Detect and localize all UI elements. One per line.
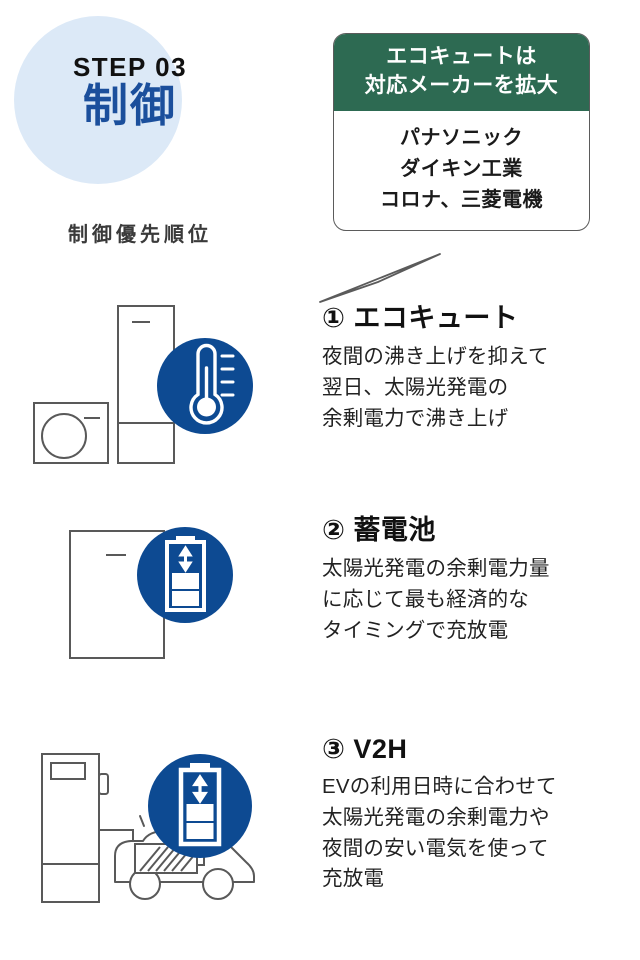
item-title: ③ V2H (322, 734, 408, 764)
item-desc-line-2: 翌日、太陽光発電の (322, 375, 509, 399)
item-title: ① エコキュート (322, 303, 519, 333)
item-desc-line-1: 太陽光発電の余剰電力量 (322, 557, 550, 580)
callout-header-line-2: 対応メーカーを拡大 (364, 73, 559, 97)
storage-battery-illustration (69, 527, 233, 659)
v2h-illustration (41, 753, 255, 903)
item-description: EVの利用日時に合わせて 太陽光発電の余剰電力や 夜間の安い電気を使って 充放電 (322, 772, 632, 895)
item-desc-line-3: タイミングで充放電 (322, 618, 509, 642)
v2h-text-column: ③ V2H EVの利用日時に合わせて 太陽光発電の余剰電力や 夜間の安い電気を使… (322, 734, 632, 895)
eco-cute-text-column: ① エコキュート 夜間の沸き上げを抑えて 翌日、太陽光発電の 余剰電力で沸き上げ (322, 296, 632, 434)
priority-subtitle: 制御優先順位 (68, 224, 212, 246)
callout-body-line-1: パナソニック (400, 126, 523, 149)
step-label: STEP 03 (72, 52, 188, 82)
battery-charge-discharge-icon (178, 763, 222, 847)
item-desc-line-2: に応じて最も経済的な (322, 587, 529, 611)
item-desc-line-3: 夜間の安い電気を使って (322, 836, 549, 860)
item-description: 太陽光発電の余剰電力量 に応じて最も経済的な タイミングで充放電 (322, 554, 632, 646)
callout-box: エコキュートは 対応メーカーを拡大 パナソニック ダイキン工業 コロナ、三菱電機 (333, 33, 590, 231)
battery-charge-discharge-icon (165, 536, 206, 612)
item-title: ② 蓄電池 (322, 515, 436, 545)
callout-header-line-1: エコキュートは (386, 45, 537, 68)
item-description: 夜間の沸き上げを抑えて 翌日、太陽光発電の 余剰電力で沸き上げ (322, 342, 632, 434)
step-circle-decoration (14, 16, 182, 184)
item-desc-line-1: EVの利用日時に合わせて (322, 775, 557, 798)
callout-body: パナソニック ダイキン工業 コロナ、三菱電機 (334, 111, 589, 230)
item-desc-line-3: 余剰電力で沸き上げ (322, 406, 509, 430)
callout-header: エコキュートは 対応メーカーを拡大 (334, 34, 589, 111)
callout-bubble: エコキュートは 対応メーカーを拡大 パナソニック ダイキン工業 コロナ、三菱電機 (318, 20, 623, 303)
item-desc-line-4: 充放電 (322, 867, 385, 891)
item-desc-line-1: 夜間の沸き上げを抑えて (322, 345, 549, 368)
storage-battery-text-column: ② 蓄電池 太陽光発電の余剰電力量 に応じて最も経済的な タイミングで充放電 (322, 508, 632, 646)
header-area: STEP 03 制御 制御優先順位 (0, 0, 320, 290)
eco-cute-illustration (33, 305, 253, 464)
page-title: 制御 (82, 80, 177, 131)
callout-body-line-2: ダイキン工業 (400, 157, 523, 180)
callout-body-line-3: コロナ、三菱電機 (380, 188, 543, 211)
item-desc-line-2: 太陽光発電の余剰電力や (322, 805, 550, 829)
thermometer-icon (189, 343, 235, 425)
